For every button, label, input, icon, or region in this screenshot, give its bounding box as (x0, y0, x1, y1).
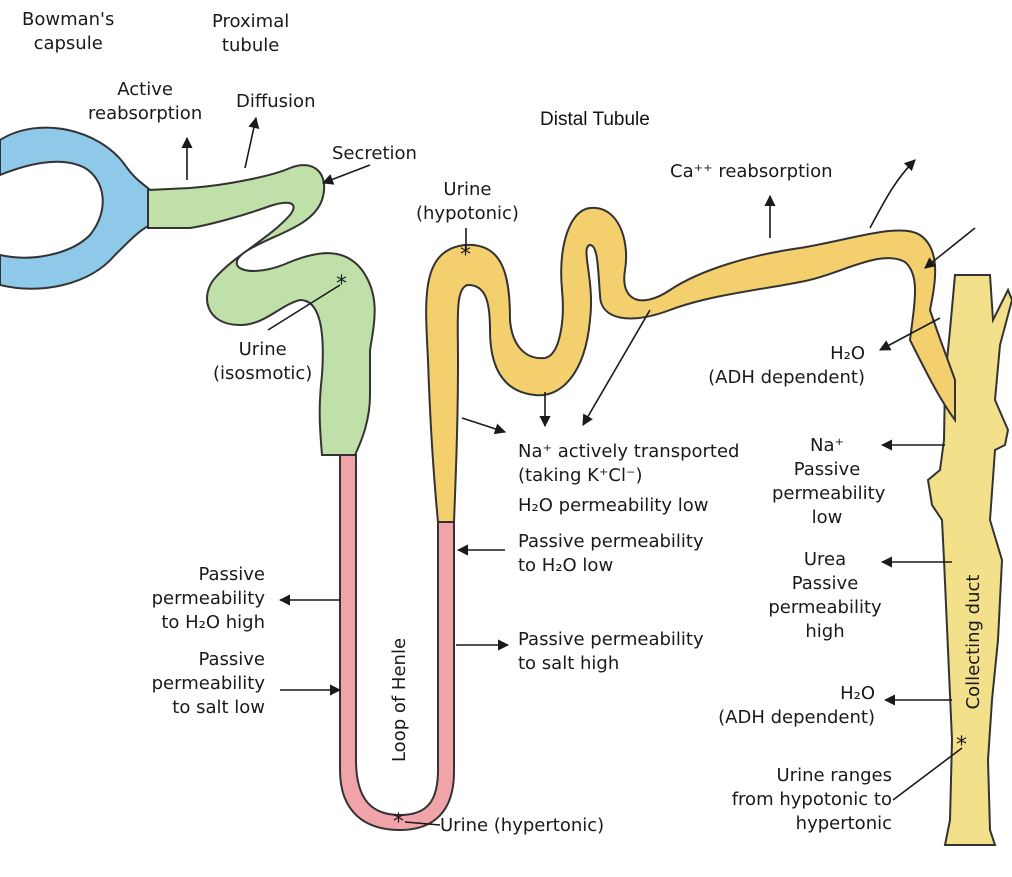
label-na-actively-transported: Na⁺ actively transported(taking K⁺Cl⁻)H₂… (518, 440, 739, 518)
svg-text:*: * (460, 243, 471, 268)
svg-text:*: * (956, 733, 967, 758)
label-h2o-adh-bottom: H₂O(ADH dependent) (680, 682, 875, 730)
label-secretion: Secretion (332, 142, 417, 166)
label-urine-hypertonic: Urine (hypertonic) (440, 814, 604, 838)
svg-text:*: * (393, 810, 404, 835)
bowmans-capsule (0, 128, 150, 289)
label-collecting-duct: Collecting duct (963, 567, 987, 717)
diagram-title: Distal Tubule (540, 108, 650, 132)
label-urine-isosmotic: Urine(isosmotic) (213, 338, 312, 386)
proximal-tubule (148, 165, 375, 455)
label-h2o-adh-top: H₂O(ADH dependent) (680, 342, 865, 390)
label-loop-of-henle: Loop of Henle (389, 635, 413, 765)
label-ca-reabsorption: Ca⁺⁺ reabsorption (670, 160, 833, 184)
label-urine-hypotonic: Urine(hypotonic) (416, 178, 519, 226)
label-diffusion: Diffusion (236, 90, 315, 114)
svg-text:*: * (336, 272, 347, 297)
